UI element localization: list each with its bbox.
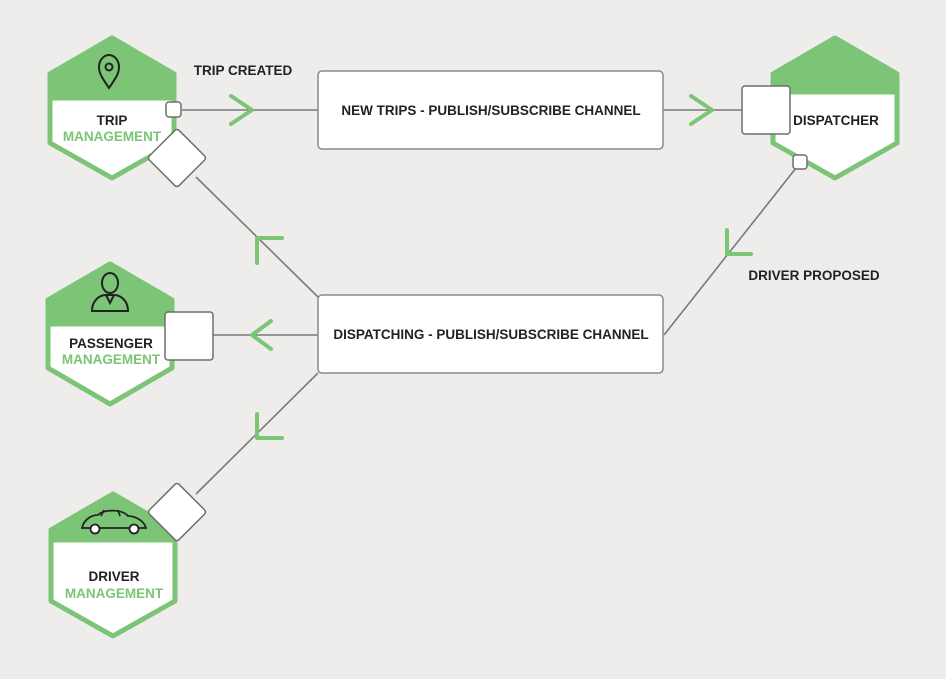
trip-management-node: TRIP MANAGEMENT bbox=[47, 35, 177, 181]
passenger-management-node: PASSENGER MANAGEMENT bbox=[45, 261, 175, 407]
edge-dispatcher-to-dispatching bbox=[663, 162, 801, 336]
dispatching-channel-label: DISPATCHING - PUBLISH/SUBSCRIBE CHANNEL bbox=[333, 327, 648, 342]
driver-label-sub: MANAGEMENT bbox=[65, 586, 164, 601]
channel-box bbox=[317, 294, 664, 374]
dispatcher-node: DISPATCHER bbox=[770, 35, 900, 181]
trip-label-sub: MANAGEMENT bbox=[63, 129, 162, 144]
arrow-left-icon bbox=[250, 319, 273, 351]
dispatcher-label: DISPATCHER bbox=[793, 113, 879, 128]
arrow-down-left-icon bbox=[725, 228, 753, 256]
passenger-label: PASSENGER bbox=[69, 336, 153, 351]
driver-proposed-label: DRIVER PROPOSED bbox=[748, 268, 880, 283]
arrow-right-icon bbox=[229, 94, 254, 126]
hexagon-cap bbox=[770, 35, 900, 95]
channel-box bbox=[317, 70, 664, 150]
driver-label: DRIVER bbox=[88, 569, 139, 584]
passenger-label-sub: MANAGEMENT bbox=[62, 352, 161, 367]
new-trips-channel: NEW TRIPS - PUBLISH/SUBSCRIBE CHANNEL bbox=[317, 70, 664, 150]
person-icon bbox=[90, 272, 130, 312]
location-pin-icon bbox=[97, 53, 121, 90]
endpoints bbox=[147, 85, 808, 542]
trip-created-label: TRIP CREATED bbox=[194, 63, 293, 78]
dispatcher-subscribe-port bbox=[741, 85, 791, 135]
dispatching-channel: DISPATCHING - PUBLISH/SUBSCRIBE CHANNEL bbox=[317, 294, 664, 374]
arrow-up-left-icon bbox=[255, 236, 284, 265]
new-trips-channel-label: NEW TRIPS - PUBLISH/SUBSCRIBE CHANNEL bbox=[341, 103, 640, 118]
trip-label: TRIP bbox=[97, 113, 128, 128]
trip-subscribe-port bbox=[147, 128, 207, 188]
flow-arrows bbox=[229, 94, 753, 440]
car-icon bbox=[80, 509, 148, 535]
passenger-subscribe-port bbox=[164, 311, 214, 361]
dispatcher-publish-port bbox=[792, 154, 808, 170]
driver-management-node: DRIVER MANAGEMENT bbox=[48, 491, 178, 639]
arrow-right-icon bbox=[689, 94, 714, 126]
driver-subscribe-port bbox=[147, 482, 207, 542]
arrow-down-left-icon bbox=[255, 412, 284, 440]
trip-publish-port bbox=[165, 101, 182, 118]
